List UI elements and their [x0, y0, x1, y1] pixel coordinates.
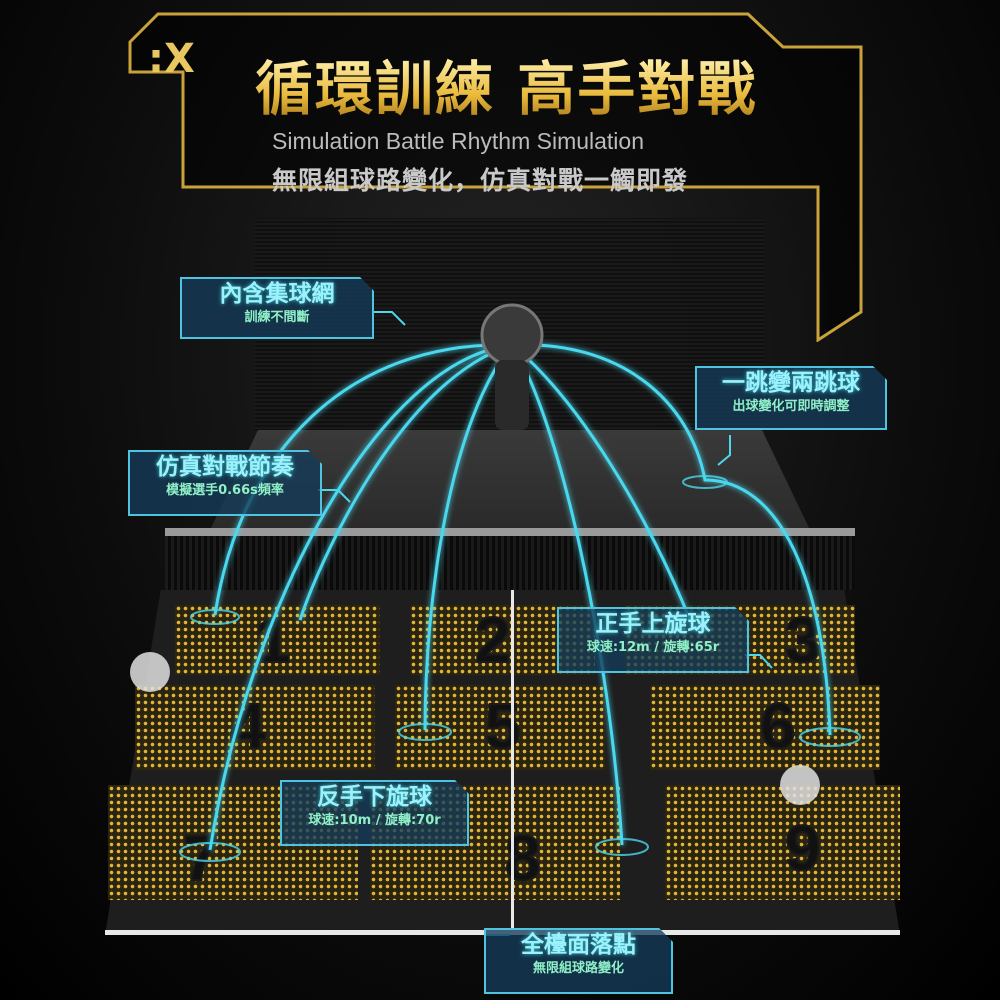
ball-right — [780, 765, 820, 805]
connector — [717, 435, 731, 466]
landing-ring — [595, 838, 649, 856]
callout-title: 正手上旋球 — [595, 611, 711, 637]
callout-collection-net: 內含集球網 訓練不間斷 — [180, 277, 374, 339]
connector — [318, 489, 351, 503]
landing-ring — [179, 842, 241, 862]
callout-title: 一跳變兩跳球 — [722, 370, 860, 396]
zone-9: 9 — [665, 785, 900, 900]
callout-backhand-backspin: 反手下旋球 球速:10m / 旋轉:70r — [280, 780, 469, 846]
zone-6: 6 — [650, 685, 880, 770]
callout-title: 內含集球網 — [219, 281, 335, 307]
landing-ring — [682, 475, 728, 489]
launcher-body — [495, 360, 529, 430]
callout-sub: 球速:10m / 旋轉:70r — [308, 813, 441, 828]
table-net — [165, 528, 855, 590]
zone-number: 5 — [484, 690, 522, 762]
zone-number: 9 — [784, 812, 822, 884]
ball-left — [130, 652, 170, 692]
trajectory-zone-8 — [510, 344, 624, 846]
callout-sub: 模擬選手0.66s頻率 — [166, 483, 284, 498]
zone-number: 4 — [229, 690, 267, 762]
callout-forehand-topspin: 正手上旋球 球速:12m / 旋轉:65r — [557, 607, 749, 673]
callout-full-table: 全檯面落點 無限組球路變化 — [484, 928, 673, 994]
callout-battle-rhythm: 仿真對戰節奏 模擬選手0.66s頻率 — [128, 450, 322, 516]
callout-double-bounce: 一跳變兩跳球 出球變化可即時調整 — [695, 366, 887, 430]
subtitle-chinese: 無限組球路變化，仿真對戰一觸即發 — [272, 166, 689, 195]
zone-5: 5 — [395, 685, 605, 770]
callout-title: 全檯面落點 — [521, 932, 636, 958]
callout-sub: 訓練不間斷 — [244, 310, 310, 325]
page-title: 循環訓練 高手對戰 — [255, 55, 758, 123]
landing-ring — [799, 727, 861, 747]
callout-title: 反手下旋球 — [317, 784, 432, 810]
header-frame: :X — [128, 12, 863, 342]
zone-number: 6 — [759, 690, 797, 762]
center-line — [511, 590, 514, 935]
connector — [745, 654, 773, 669]
trajectory-zone-5 — [423, 344, 514, 731]
trajectory-bounce — [511, 343, 832, 736]
callout-title: 仿真對戰節奏 — [156, 454, 294, 480]
zone-number: 8 — [504, 822, 542, 894]
zone-number: 2 — [474, 604, 512, 676]
landing-ring — [190, 609, 240, 625]
callout-sub: 出球變化可即時調整 — [732, 399, 850, 414]
zone-1: 1 — [175, 605, 380, 675]
trajectory-zone-7 — [208, 343, 513, 851]
x-logo-icon: :X — [148, 36, 195, 82]
callout-sub: 球速:12m / 旋轉:65r — [586, 640, 720, 655]
trajectory-zone-2 — [511, 343, 692, 621]
callout-sub: 無限組球路變化 — [532, 961, 624, 976]
subtitle-english: Simulation Battle Rhythm Simulation — [272, 128, 644, 154]
connector — [372, 311, 406, 326]
trajectory-zone-4 — [298, 343, 513, 621]
trajectory-zone-1 — [213, 343, 513, 616]
landing-ring — [398, 723, 452, 741]
zone-4: 4 — [135, 685, 375, 770]
